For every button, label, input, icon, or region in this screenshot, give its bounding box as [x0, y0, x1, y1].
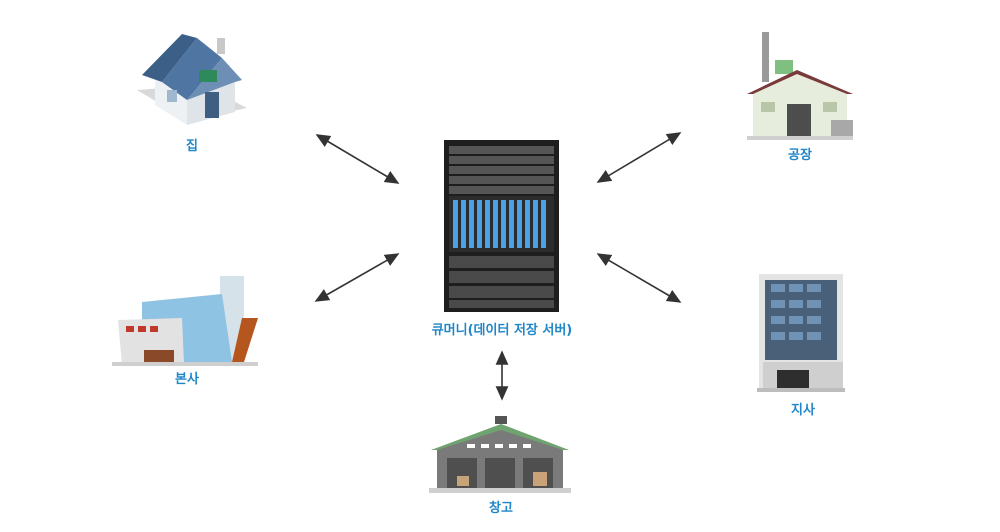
factory-icon [747, 32, 853, 140]
arrow-hq-server [314, 253, 400, 302]
headquarters-label: 본사 [175, 372, 199, 387]
headquarters-building-icon [112, 276, 258, 366]
home-label: 집 [186, 139, 198, 154]
branch-label: 지사 [791, 403, 815, 418]
branch-building-icon [757, 274, 845, 392]
arrow-factory-server [596, 132, 682, 183]
factory-label: 공장 [788, 148, 812, 163]
warehouse-icon [429, 416, 571, 493]
arrow-home-server [315, 134, 400, 184]
arrow-branch-server [596, 253, 682, 303]
server-rack-icon [444, 140, 559, 312]
warehouse-label: 창고 [489, 501, 513, 516]
server-label: 큐머니(데이터 저장 서버) [431, 323, 573, 338]
house-icon [137, 34, 247, 125]
